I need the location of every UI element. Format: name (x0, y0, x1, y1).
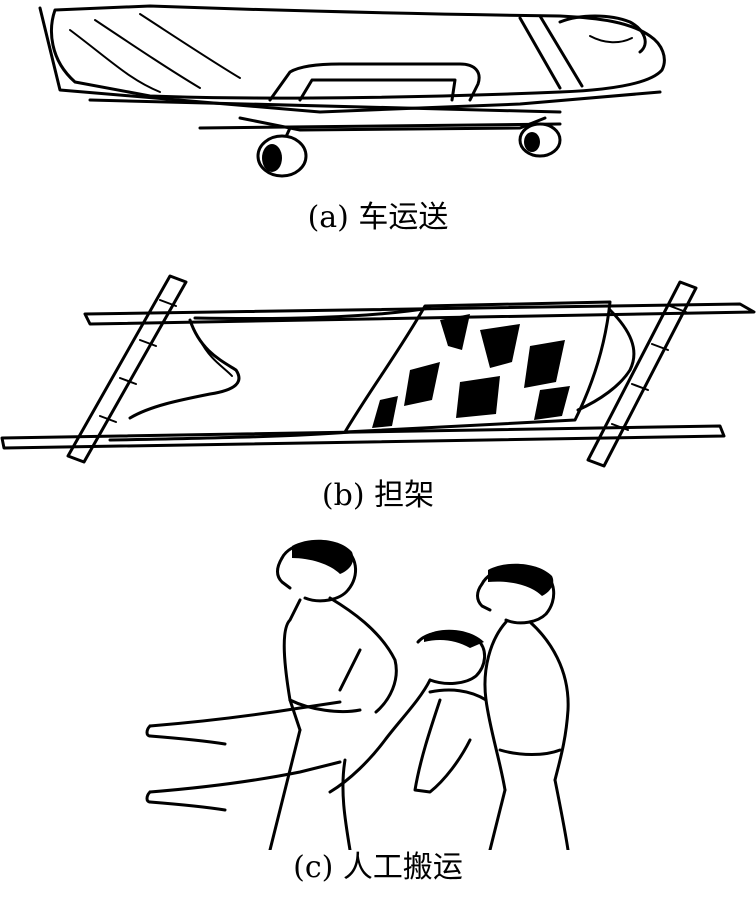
panel-pole-stretcher: (b) 担架 (0, 250, 756, 520)
panel-wheeled-stretcher: (a) 车运送 (0, 0, 756, 250)
caption-stretcher: (b) 担架 (321, 478, 435, 513)
panel-manual-carry: (c) 人工搬运 (0, 530, 756, 900)
caption-wheeled-transport: (a) 车运送 (307, 200, 449, 235)
wheeled-stretcher-illustration (38, 4, 666, 178)
caption-manual-carry: (c) 人工搬运 (293, 850, 463, 885)
pole-stretcher-illustration (0, 274, 756, 468)
two-person-manual-carry-illustration (145, 539, 570, 850)
